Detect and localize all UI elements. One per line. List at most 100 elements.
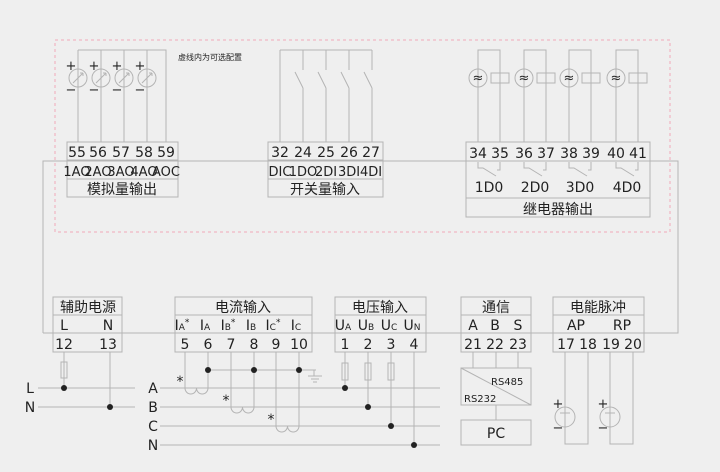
terminal-label: UA [335, 318, 352, 334]
terminal-label: IA [200, 318, 211, 334]
minus-sign: − [66, 83, 77, 98]
terminal-label: B [490, 318, 500, 334]
switch-icon [317, 50, 327, 142]
polarity-mark: * [268, 412, 275, 428]
optional-config-frame [54, 39, 671, 233]
terminal-label: RP [613, 318, 631, 334]
current-transformer-icon [275, 352, 300, 433]
terminal-number: 5 [181, 337, 190, 353]
current-input-block: 电流输入 [174, 296, 322, 383]
terminal-number: 13 [99, 337, 117, 353]
rs232-label: RS232 [464, 394, 496, 405]
terminal-number: 23 [509, 337, 527, 353]
terminal-label: A [468, 318, 478, 334]
ground-icon [208, 369, 322, 383]
terminal-number: 39 [582, 146, 600, 162]
terminal-label: 4DI [360, 165, 382, 180]
meter-icon [91, 68, 111, 88]
minus-sign: − [553, 421, 564, 436]
minus-sign: − [135, 83, 146, 98]
voltage-input-title: 电压输入 [352, 300, 408, 316]
phase-line-label: B [148, 400, 158, 416]
relay-coil-icon [628, 72, 648, 84]
terminal-number: 2 [364, 337, 373, 353]
switch-icon [340, 50, 350, 142]
supply-line-label: N [25, 400, 35, 416]
terminal-label: 2AO [84, 165, 111, 180]
terminal-number: 12 [55, 337, 73, 353]
terminal-number: 19 [602, 337, 620, 353]
switch-input-title: 开关量输入 [290, 182, 360, 198]
minus-sign: − [112, 83, 123, 98]
terminal-number: 1 [341, 337, 350, 353]
terminal-number: 35 [491, 146, 509, 162]
terminal-label: UB [358, 318, 374, 334]
plus-sign: + [112, 59, 123, 74]
terminal-number: 4 [410, 337, 419, 353]
terminal-number: 32 [271, 145, 289, 161]
meter-icon [137, 68, 157, 88]
terminal-number: 3 [387, 337, 396, 353]
terminal-label: 3DI [338, 165, 360, 180]
polarity-mark: * [177, 374, 184, 390]
terminal-number: 21 [464, 337, 482, 353]
terminal-label: IC* [266, 318, 281, 334]
terminal-number: 58 [135, 145, 153, 161]
current-transformer-icon [184, 352, 209, 395]
terminal-number: 22 [486, 337, 504, 353]
ac-source-icon [468, 68, 488, 88]
terminal-number: 37 [537, 146, 555, 162]
terminal-number: 56 [89, 145, 107, 161]
terminal-number: 7 [227, 337, 236, 353]
energy-pulse-title: 电能脉冲 [570, 300, 626, 316]
switch-icon [294, 50, 304, 142]
terminal-number: 38 [560, 146, 578, 162]
ac-source-icon [559, 68, 579, 88]
communication-title: 通信 [482, 300, 510, 316]
relay-output-block: 继电器输出 [465, 141, 651, 218]
phase-line-label: N [148, 438, 158, 454]
analog-output-block: 模拟量输出 [66, 49, 179, 198]
voltage-input-block: 电压输入 [334, 296, 427, 353]
terminal-number: 41 [629, 146, 647, 162]
fuse-icon [364, 362, 372, 381]
pulse-counter-icon [599, 406, 621, 428]
ac-symbol: ≈ [611, 71, 622, 86]
terminal-label: IC [291, 318, 301, 334]
relay-coil-icon [581, 72, 601, 84]
terminal-number: 18 [579, 337, 597, 353]
ac-source-icon [514, 68, 534, 88]
terminal-label: DIC [269, 165, 292, 180]
terminal-label: 3AO [107, 165, 134, 180]
phase-line-label: C [148, 419, 158, 435]
plus-sign: + [135, 59, 146, 74]
relay-coil-icon [536, 72, 556, 84]
relay-label: 1D0 [475, 180, 504, 196]
terminal-number: 36 [515, 146, 533, 162]
ac-symbol: ≈ [564, 71, 575, 86]
fuse-icon [341, 362, 349, 381]
terminal-number: 24 [294, 145, 312, 161]
phase-line-label: A [148, 381, 158, 397]
phase-lines [160, 387, 440, 446]
terminal-label: 1DO [289, 165, 318, 180]
terminal-label: AOC [152, 165, 180, 180]
terminal-number: 55 [68, 145, 86, 161]
polarity-mark: * [223, 393, 230, 409]
minus-sign: − [598, 421, 609, 436]
terminal-label: N [103, 318, 113, 334]
energy-pulse-block: 电能脉冲 [552, 296, 645, 445]
supply-line-label: L [26, 381, 34, 397]
terminal-number: 27 [362, 145, 380, 161]
pc-label: PC [487, 426, 505, 442]
terminal-label: 4AO [130, 165, 157, 180]
minus-sign: − [89, 83, 100, 98]
terminal-label: S [514, 318, 523, 334]
aux-power-title: 辅助电源 [60, 300, 116, 316]
terminal-number: 20 [624, 337, 642, 353]
ac-source-icon [606, 68, 626, 88]
relay-label: 3D0 [566, 180, 595, 196]
fuse-icon [387, 362, 395, 381]
optional-config-note: 虚线内为可选配置 [178, 52, 242, 62]
